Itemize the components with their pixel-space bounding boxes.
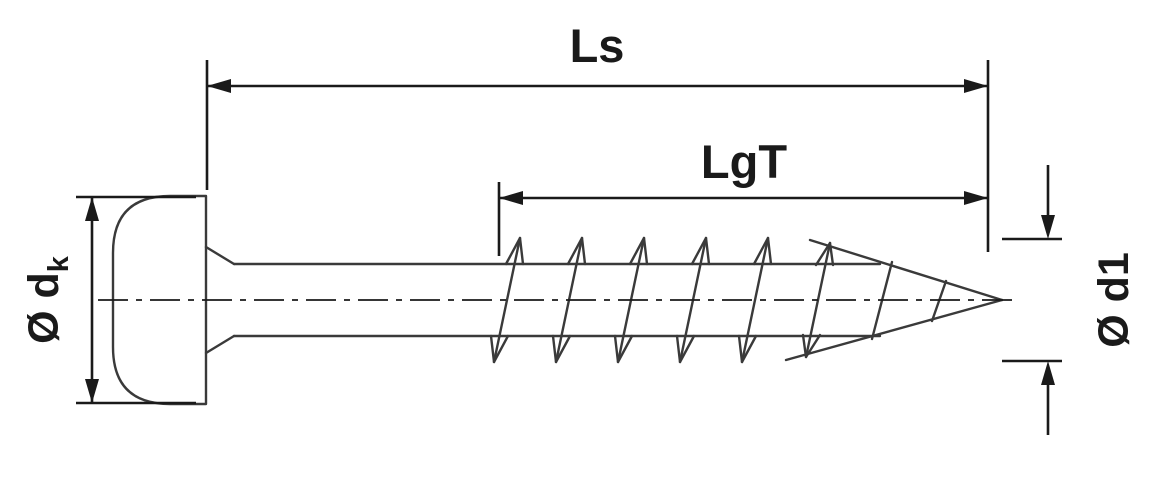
label-thread-length: LgT — [701, 135, 787, 188]
dim-head-diameter: Ø dk — [20, 195, 196, 405]
screw-outline — [111, 194, 1004, 406]
dim-thread-diameter: Ø d1 — [1002, 165, 1138, 435]
arrow-ls-right — [964, 79, 988, 93]
arrow-dk-top — [85, 197, 99, 221]
screw-tip-bottom — [784, 298, 1004, 362]
arrow-lgt-right — [964, 191, 988, 205]
screw-thread — [489, 236, 948, 364]
arrow-lgt-left — [499, 191, 523, 205]
screw-neck-top — [204, 245, 236, 266]
label-total-length: Ls — [570, 19, 625, 72]
dim-thread-length: LgT — [497, 135, 988, 256]
label-head-diameter: Ø dk — [20, 255, 75, 344]
arrow-dk-bottom — [85, 379, 99, 403]
label-thread-diameter: Ø d1 — [1090, 252, 1138, 348]
arrow-d1-top — [1041, 215, 1055, 239]
screw-neck-bottom — [204, 334, 236, 355]
arrow-d1-bottom — [1041, 361, 1055, 385]
screw-tip-top — [808, 238, 1004, 302]
arrow-ls-left — [207, 79, 231, 93]
dim-total-length: Ls — [205, 19, 990, 252]
